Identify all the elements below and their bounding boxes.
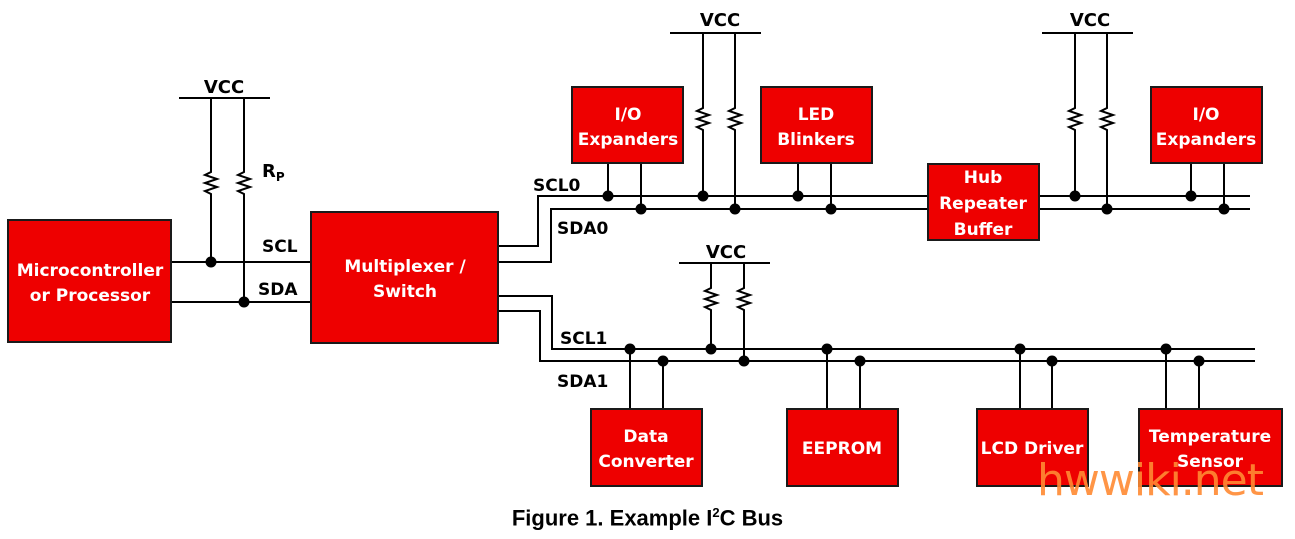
block-label: Expanders — [1156, 130, 1257, 150]
block-label: EEPROM — [802, 439, 882, 459]
block-label: Expanders — [578, 130, 679, 150]
junction-dot — [635, 203, 647, 215]
bus1-wires — [498, 295, 1255, 362]
block-mux: Multiplexer / Switch — [310, 211, 499, 344]
block-label: Multiplexer / — [344, 257, 466, 277]
resistor-scl0-b-icon — [1065, 33, 1085, 196]
resistor-scl-main-icon — [201, 98, 221, 262]
main-pullups — [179, 97, 270, 308]
net-label-sda1: SDA1 — [557, 372, 608, 392]
block-eeprom: EEPROM — [786, 408, 899, 487]
block-mcu: Microcontroller or Processor — [7, 219, 172, 343]
junction-dot — [1101, 203, 1113, 215]
junction-dot — [821, 343, 833, 355]
resistor-sda-main-icon — [234, 98, 254, 302]
block-label: Buffer — [954, 220, 1013, 240]
junction-dot — [1185, 190, 1197, 202]
junction-dot — [792, 190, 804, 202]
junction-dot — [729, 203, 741, 215]
block-label: Switch — [373, 282, 437, 302]
bus0-pullups-a — [670, 32, 761, 215]
block-label: Microcontroller — [17, 261, 164, 281]
block-label: LCD Driver — [981, 439, 1084, 459]
junction-dot — [1046, 355, 1058, 367]
block-io-expanders-1: I/O Expanders — [571, 86, 684, 164]
junction-dot — [825, 203, 837, 215]
vcc-label: VCC — [700, 10, 740, 31]
block-label: I/O — [615, 105, 642, 125]
block-io-expanders-2: I/O Expanders — [1150, 86, 1263, 164]
bus0-pullups-b — [1042, 32, 1133, 215]
junction-dot — [1193, 355, 1205, 367]
block-lcd-driver: LCD Driver — [976, 408, 1089, 487]
net-label-scl: SCL — [262, 237, 298, 257]
junction-dot — [1014, 343, 1026, 355]
junction-dot — [854, 355, 866, 367]
scl0-wire — [498, 195, 1250, 247]
bus1-taps — [624, 343, 1205, 409]
junction-dot — [657, 355, 669, 367]
bus0-taps — [602, 163, 1230, 215]
block-label: Repeater — [939, 194, 1027, 214]
junction-dot — [1069, 190, 1081, 202]
block-label: Sensor — [1177, 452, 1244, 472]
block-hub-repeater-buffer: Hub Repeater Buffer — [927, 163, 1040, 241]
block-data-converter: Data Converter — [590, 408, 703, 487]
bus0-wires — [498, 195, 1250, 263]
junction-dot — [624, 343, 636, 355]
block-label: or Processor — [30, 286, 151, 306]
resistor-label: RP — [262, 161, 285, 184]
block-label: Converter — [598, 452, 694, 472]
watermark: hwwiki.net — [1037, 455, 1264, 506]
vcc-label: VCC — [204, 77, 244, 98]
junction-dot — [697, 190, 709, 202]
net-label-sda: SDA — [258, 280, 298, 300]
block-label: Temperature — [1149, 427, 1271, 447]
block-label: Blinkers — [777, 130, 855, 150]
block-led-blinkers: LED Blinkers — [760, 86, 873, 164]
resistor-scl1-icon — [701, 263, 721, 349]
junction-dot — [1160, 343, 1172, 355]
block-label: Data — [623, 427, 668, 447]
sda1-wire — [498, 310, 1255, 362]
vcc-label: VCC — [1070, 10, 1110, 31]
figure-caption: Figure 1. Example I2C Bus — [511, 505, 784, 531]
bus1-pullups — [679, 262, 770, 367]
net-label-sda0: SDA0 — [557, 219, 609, 239]
block-label: Hub — [964, 168, 1003, 188]
junction-dot — [705, 343, 717, 355]
vcc-label: VCC — [706, 242, 746, 263]
resistor-sda1-icon — [734, 263, 754, 361]
junction-dot — [205, 256, 217, 268]
block-label: LED — [798, 105, 835, 125]
scl1-wire — [498, 295, 1255, 350]
junction-dot — [738, 355, 750, 367]
block-label: I/O — [1193, 105, 1220, 125]
junction-dot — [602, 190, 614, 202]
block-temperature-sensor: Temperature Sensor — [1138, 408, 1283, 487]
net-label-scl0: SCL0 — [533, 176, 581, 196]
junction-dot — [238, 296, 250, 308]
resistor-sda0-a-icon — [725, 33, 745, 209]
resistor-sda0-b-icon — [1097, 33, 1117, 209]
junction-dot — [1218, 203, 1230, 215]
resistor-scl0-a-icon — [693, 33, 713, 196]
net-label-scl1: SCL1 — [560, 329, 607, 349]
